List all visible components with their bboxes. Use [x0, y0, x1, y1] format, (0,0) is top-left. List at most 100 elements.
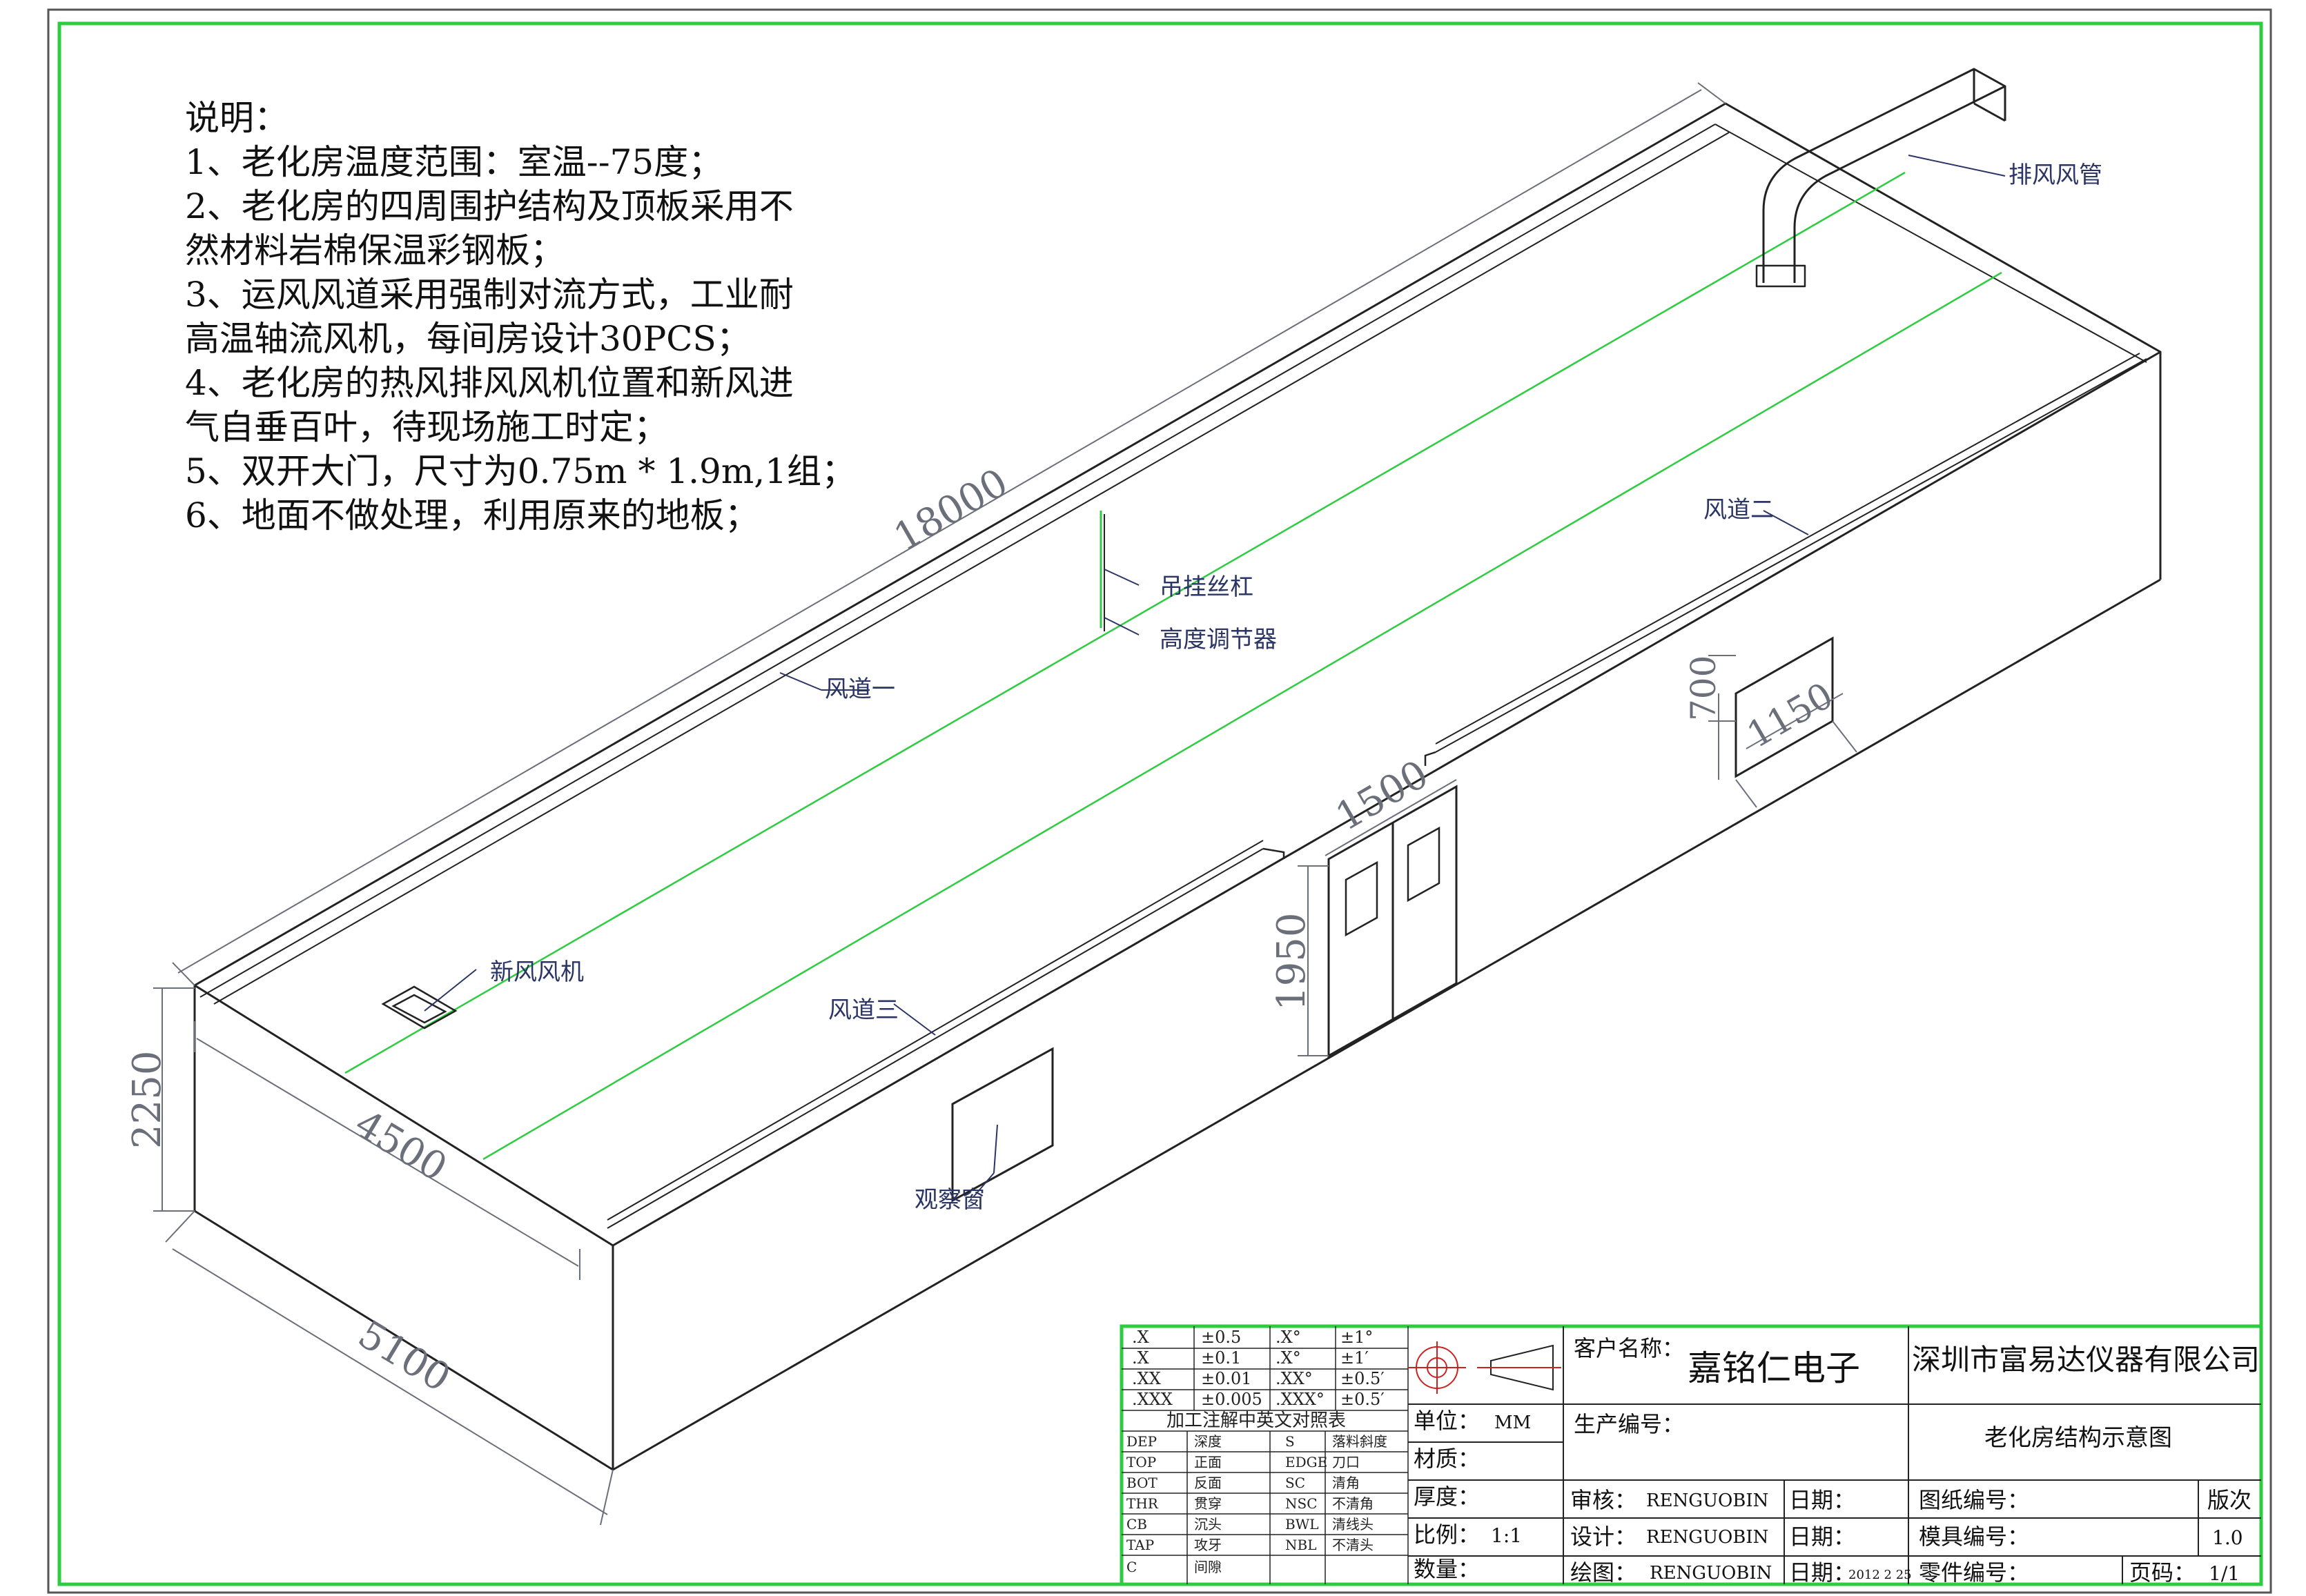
gl-cell: CB [1126, 1516, 1147, 1533]
tol-cell: .X [1132, 1348, 1149, 1368]
sheet-border [47, 8, 2272, 1594]
review-label: 审核： [1570, 1487, 1636, 1513]
label-hanger-rod: 吊挂丝杠 [1160, 573, 1253, 601]
tol-cell: ±0.5′ [1340, 1369, 1385, 1388]
dim-depth-top: 4500 [347, 1101, 455, 1190]
notes-block: 说明： 1、老化房温度范围：室温--75度； 2、老化房的四周围护结构及顶板采用… [185, 98, 856, 535]
tol-cell: .X° [1276, 1328, 1301, 1347]
drawing-title: 老化房结构示意图 [1984, 1424, 2172, 1452]
tol-cell: .XX° [1276, 1369, 1313, 1388]
tol-cell: ±0.1 [1201, 1348, 1241, 1368]
tol-cell: ±0.005 [1201, 1390, 1262, 1409]
revision-value: 1.0 [2212, 1526, 2243, 1549]
draw-label: 绘图： [1570, 1559, 1636, 1586]
tol-cell: ±0.01 [1201, 1369, 1252, 1388]
gl-cell: S [1285, 1433, 1295, 1450]
notes-item-1: 1、老化房温度范围：室温--75度； [185, 142, 723, 182]
thickness-label: 厚度： [1414, 1484, 1480, 1510]
design-name: RENGUOBIN [1646, 1527, 1768, 1548]
part-no-label: 零件编号： [1919, 1559, 2029, 1586]
glossary-title: 加工注解中英文对照表 [1166, 1410, 1346, 1431]
dim-door-height: 1950 [1269, 912, 1314, 1011]
notes-item-5: 高温轴流风机，每间房设计30PCS； [185, 319, 751, 359]
gl-cell: 间隙 [1194, 1559, 1222, 1575]
exhaust-duct [1755, 68, 2006, 288]
gl-cell: BOT [1126, 1475, 1157, 1491]
tol-cell: .XXX [1132, 1390, 1173, 1409]
door-window-right [1407, 826, 1440, 903]
revision-label: 版次 [2207, 1487, 2251, 1513]
gl-cell: THR [1126, 1495, 1159, 1512]
fresh-air-fan [381, 985, 458, 1029]
dim-height: 2250 [125, 1050, 170, 1149]
gl-cell: TOP [1126, 1454, 1156, 1470]
scale-value: 1:1 [1491, 1524, 1522, 1547]
tolerance-grid [1122, 1326, 1409, 1584]
notes-item-9: 6、地面不做处理，利用原来的地板； [185, 495, 759, 535]
gl-cell: NSC [1285, 1495, 1318, 1512]
gl-cell: 深度 [1194, 1433, 1222, 1450]
gl-cell: 落料斜度 [1332, 1433, 1387, 1450]
draw-name: RENGUOBIN [1650, 1563, 1772, 1584]
notes-item-2: 2、老化房的四周围护结构及顶板采用不 [185, 186, 794, 226]
quantity-label: 数量： [1414, 1556, 1480, 1582]
page-label: 页码： [2129, 1559, 2196, 1586]
label-duct-2: 风道二 [1703, 496, 1774, 524]
gl-cell: 攻牙 [1194, 1537, 1222, 1553]
review-name: RENGUOBIN [1646, 1490, 1768, 1511]
roof-panel-edges [199, 124, 2147, 1229]
gl-cell: EDGE [1285, 1454, 1327, 1470]
gl-cell: DEP [1126, 1433, 1157, 1450]
tol-cell: .X° [1276, 1348, 1301, 1368]
notes-item-3: 然材料岩棉保温彩钢板； [185, 230, 565, 270]
glossary-table: DEP 深度 S 落料斜度 TOP 正面 EDGE 刀口 BOT 反面 SC 清… [1126, 1433, 1387, 1575]
production-no-label: 生产编号： [1574, 1411, 1684, 1437]
date-label: 日期： [1789, 1487, 1855, 1513]
notes-heading: 说明： [185, 98, 289, 138]
leader-lines [424, 155, 2006, 1198]
label-fresh-air-fan: 新风风机 [490, 958, 584, 986]
unit-value: MM [1494, 1412, 1531, 1433]
title-grid [1408, 1326, 2261, 1584]
date-label: 日期： [1789, 1559, 1855, 1586]
notes-item-4: 3、运风风道采用强制对流方式，工业耐 [185, 275, 794, 315]
label-duct-1: 风道一 [825, 676, 895, 703]
material-label: 材质： [1414, 1446, 1480, 1472]
gl-cell: 刀口 [1332, 1454, 1360, 1470]
door-window-left [1345, 860, 1378, 937]
gl-cell: C [1126, 1559, 1137, 1575]
company-name: 深圳市富易达仪器有限公司 [1912, 1343, 2260, 1377]
gl-cell: NBL [1285, 1537, 1316, 1553]
double-door [1327, 785, 1458, 1058]
date-value: 2012 2 25 [1848, 1568, 1912, 1582]
gl-cell: 沉头 [1194, 1516, 1222, 1533]
design-label: 设计： [1570, 1524, 1636, 1550]
label-height-adjuster: 高度调节器 [1160, 626, 1277, 653]
unit-label: 单位： [1414, 1408, 1480, 1434]
gl-cell: 不清角 [1332, 1495, 1374, 1512]
gl-cell: SC [1285, 1475, 1305, 1491]
gl-cell: 反面 [1194, 1475, 1222, 1491]
dim-window-height: 700 [1683, 656, 1723, 721]
tol-cell: ±1′ [1340, 1348, 1369, 1368]
tol-cell: ±0.5 [1201, 1328, 1241, 1347]
dim-door-width: 1500 [1329, 752, 1436, 840]
gl-cell: BWL [1285, 1516, 1319, 1533]
date-label: 日期： [1789, 1524, 1855, 1550]
dim-depth-bottom: 5100 [351, 1312, 458, 1401]
dim-length: 18000 [887, 460, 1016, 560]
gl-cell: 贯穿 [1194, 1495, 1222, 1512]
tol-cell: ±1° [1340, 1328, 1373, 1347]
notes-item-8: 5、双开大门，尺寸为0.75m * 1.9m,1组； [185, 451, 856, 491]
room-3d-outline [193, 102, 2162, 1471]
door-notch [1262, 751, 1436, 859]
mold-no-label: 模具编号： [1919, 1524, 2029, 1550]
gl-cell: 清角 [1332, 1475, 1360, 1491]
tol-cell: .X [1132, 1328, 1149, 1347]
label-exhaust-duct: 排风风管 [2009, 161, 2102, 189]
drawing-no-label: 图纸编号： [1919, 1487, 2029, 1513]
customer-name: 嘉铭仁电子 [1688, 1348, 1860, 1388]
title-block: .X ±0.5 .X° ±1° .X ±0.1 .X° ±1′ .XX ±0.0… [1120, 1324, 2263, 1586]
page-value: 1/1 [2209, 1562, 2240, 1585]
